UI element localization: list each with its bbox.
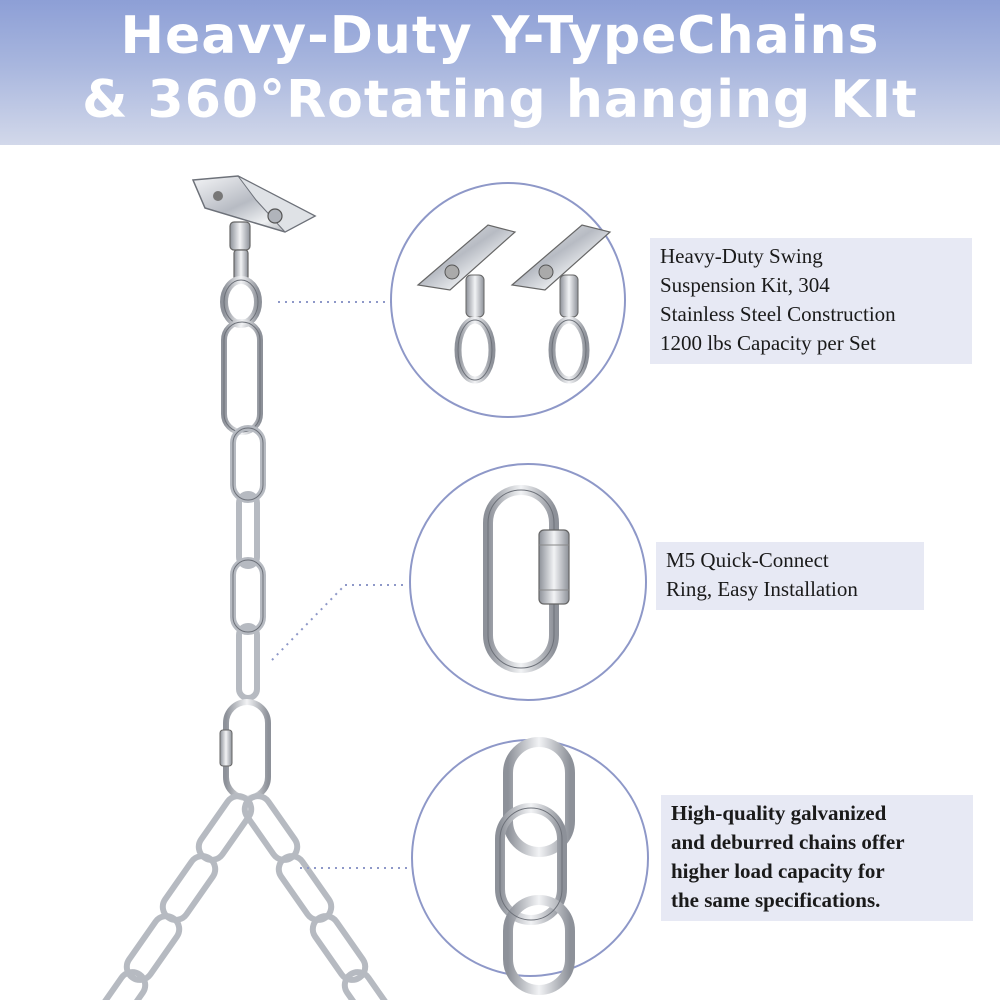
- chain-link-image: [411, 737, 649, 995]
- callout-line: Stainless Steel Construction: [660, 302, 896, 326]
- callout-line: and deburred chains offer: [671, 830, 905, 854]
- callout-line: M5 Quick-Connect: [666, 548, 829, 572]
- hanging-kit-image: [89, 175, 401, 1000]
- swing-hanger-image: [390, 182, 626, 418]
- callout-line: Heavy-Duty Swing: [660, 244, 823, 268]
- quick-link-image: [409, 463, 647, 701]
- callout-quick-connect: M5 Quick-Connect Ring, Easy Installation: [656, 542, 924, 610]
- title-banner: Heavy-Duty Y-TypeChains & 360°Rotating h…: [0, 0, 1000, 145]
- title-line-2: & 360°Rotating hanging KIt: [82, 70, 918, 130]
- callout-line: the same specifications.: [671, 888, 881, 912]
- title-line-1: Heavy-Duty Y-TypeChains: [120, 6, 880, 66]
- callout-line: 1200 lbs Capacity per Set: [660, 331, 876, 355]
- dotted-connector-lines: [271, 301, 415, 869]
- callout-chains: High-quality galvanized and deburred cha…: [661, 795, 973, 921]
- callout-suspension-kit: Heavy-Duty Swing Suspension Kit, 304 Sta…: [650, 238, 972, 364]
- callout-line: higher load capacity for: [671, 859, 885, 883]
- callout-line: Suspension Kit, 304: [660, 273, 830, 297]
- callout-line: High-quality galvanized: [671, 801, 887, 825]
- callout-line: Ring, Easy Installation: [666, 577, 858, 601]
